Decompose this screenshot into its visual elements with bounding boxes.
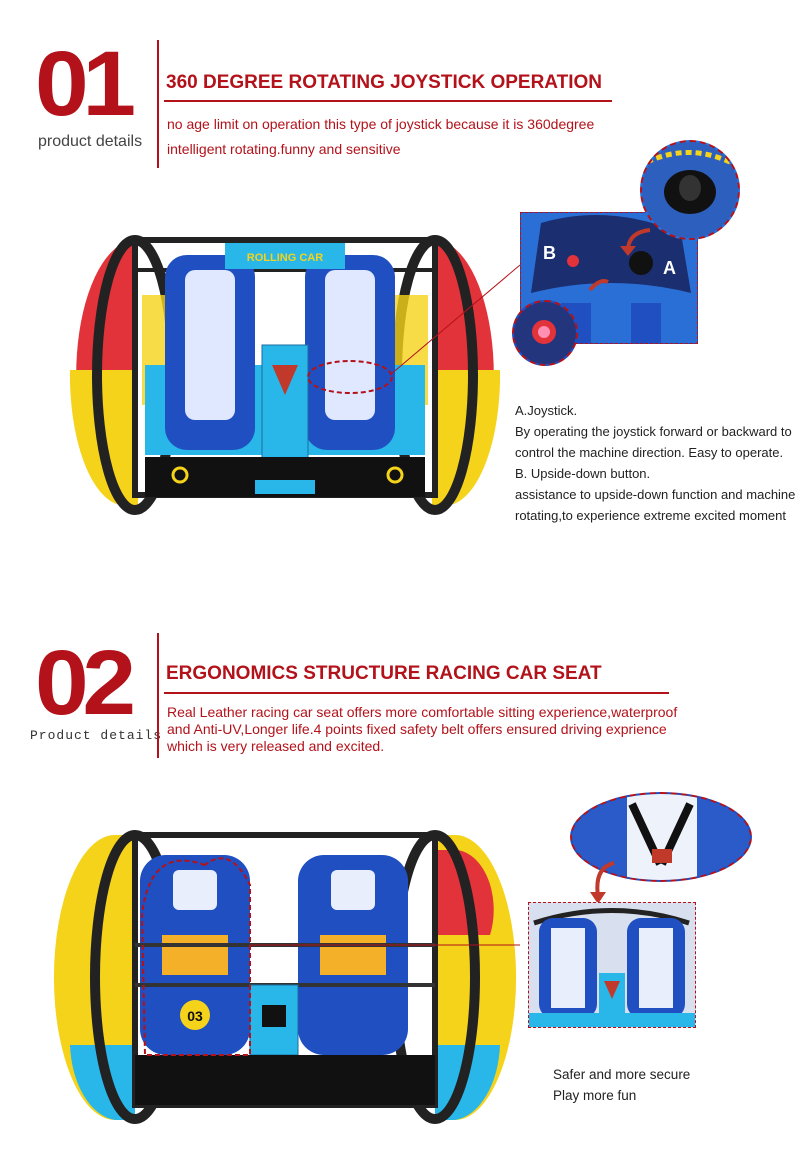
section1-machine-image: ROLLING CAR bbox=[50, 225, 520, 515]
section2-notes: Safer and more secure Play more fun bbox=[553, 1064, 690, 1106]
section1-desc-line2: intelligent rotating.funny and sensitive bbox=[167, 141, 401, 157]
section2-desc-line1: Real Leather racing car seat offers more… bbox=[167, 704, 678, 720]
section1-note-3: B. Upside-down button. bbox=[515, 466, 651, 481]
callout-a-label: A bbox=[663, 258, 676, 278]
section2-desc-line3: which is very released and excited. bbox=[167, 738, 385, 754]
section2-callout-arrow bbox=[590, 861, 615, 904]
section2-note-1: Play more fun bbox=[553, 1088, 637, 1103]
section1-title: 360 DEGREE ROTATING JOYSTICK OPERATION bbox=[166, 72, 603, 93]
section2-seatbelt-zoom bbox=[570, 792, 752, 882]
section1-note-2: control the machine direction. Easy to o… bbox=[515, 445, 784, 460]
section2-note-0: Safer and more secure bbox=[553, 1067, 691, 1082]
section1-marquee-text: ROLLING CAR bbox=[247, 252, 323, 264]
callout-arrows bbox=[588, 228, 651, 292]
section2-title-rule bbox=[164, 692, 669, 694]
section1-subtitle: product details bbox=[38, 133, 143, 150]
section2-subtitle: Product details bbox=[30, 728, 163, 743]
section1-number: 01 bbox=[35, 33, 136, 135]
section1-note-0: A.Joystick. bbox=[515, 403, 578, 418]
section2-seats-closeup bbox=[528, 902, 696, 1028]
callout-b-label: B bbox=[543, 243, 556, 263]
seat-number-badge: 03 bbox=[187, 1008, 203, 1024]
section2-desc-line2: and Anti-UV,Longer life.4 points fixed s… bbox=[167, 721, 667, 737]
section2-title: ERGONOMICS STRUCTURE RACING CAR SEAT bbox=[166, 663, 602, 684]
section1-note-4: assistance to upside-down function and m… bbox=[515, 487, 796, 502]
section1-divider bbox=[157, 40, 159, 168]
section1-notes: A.Joystick. By operating the joystick fo… bbox=[515, 400, 800, 526]
section2-divider bbox=[157, 633, 159, 758]
section2-machine-image: 03 bbox=[50, 825, 520, 1130]
section1-note-1: By operating the joystick forward or bac… bbox=[515, 424, 792, 439]
section1-desc-line1: no age limit on operation this type of j… bbox=[167, 116, 595, 132]
section1-title-rule bbox=[164, 100, 612, 102]
section1-note-5: rotating,to experience extreme excited m… bbox=[515, 508, 786, 523]
section1-button-zoom bbox=[512, 300, 578, 366]
section2-number: 02 bbox=[35, 632, 136, 734]
section1-joystick-zoom bbox=[640, 140, 740, 240]
